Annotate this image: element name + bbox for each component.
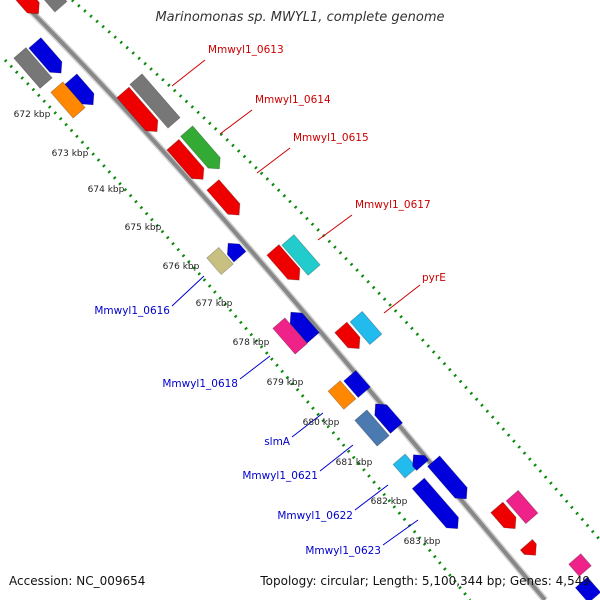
gene-label-forward: pyrE bbox=[422, 272, 446, 284]
kbp-tick-label: 677 kbp bbox=[196, 299, 233, 309]
leader-line bbox=[219, 109, 253, 135]
gene-block bbox=[272, 317, 308, 355]
gene-block bbox=[289, 311, 320, 344]
gene-block bbox=[343, 369, 371, 399]
kbp-tick-label: 676 kbp bbox=[163, 262, 200, 272]
gene-label-forward: Mmwyl1_0614 bbox=[255, 94, 331, 106]
leader-line bbox=[354, 484, 389, 511]
gene-block bbox=[334, 321, 361, 349]
gene-block bbox=[129, 73, 181, 129]
gene-block bbox=[574, 576, 600, 600]
kbp-tick-label: 673 kbp bbox=[52, 149, 89, 159]
leader-line bbox=[239, 355, 271, 380]
gene-label-forward: Mmwyl1_0615 bbox=[293, 132, 369, 144]
gene-block bbox=[281, 234, 321, 276]
kbp-tick-label: 679 kbp bbox=[267, 378, 304, 388]
gene-block bbox=[166, 138, 205, 180]
leader-line bbox=[317, 214, 353, 241]
gene-block bbox=[411, 477, 459, 530]
label-leaders bbox=[171, 59, 421, 546]
gene-block bbox=[179, 125, 221, 170]
gene-label-reverse: Mmwyl1_0616 bbox=[94, 305, 170, 317]
kbp-tick-label: 680 kbp bbox=[303, 418, 340, 428]
leader-line bbox=[319, 444, 354, 472]
kbp-tick-label: 672 kbp bbox=[14, 110, 51, 120]
gene-label-reverse: slmA bbox=[264, 436, 291, 448]
gene-label-reverse: Mmwyl1_0618 bbox=[162, 378, 238, 390]
gene-block bbox=[64, 73, 95, 106]
gene-block bbox=[412, 454, 430, 472]
gene-block bbox=[206, 246, 234, 276]
gene-block bbox=[266, 244, 301, 281]
leader-line bbox=[291, 412, 324, 438]
gene-label-reverse: Mmwyl1_0621 bbox=[242, 470, 318, 482]
gene-block bbox=[206, 179, 241, 216]
leader-line bbox=[382, 519, 419, 546]
gene-block bbox=[42, 0, 68, 13]
leader-line bbox=[171, 275, 205, 307]
kbp-tick-label: 675 kbp bbox=[125, 223, 162, 233]
outer-tick-guide bbox=[71, 0, 600, 541]
gene-block bbox=[426, 455, 468, 500]
leader-line bbox=[383, 284, 421, 314]
gene-features bbox=[13, 0, 600, 600]
gene-block bbox=[28, 37, 63, 74]
leader-line bbox=[256, 147, 291, 174]
gene-label-reverse: Mmwyl1_0622 bbox=[277, 510, 353, 522]
gene-block bbox=[519, 538, 537, 556]
label-texts: 672 kbp 673 kbp 674 kbp 675 kbp 676 kbp 677 k… bbox=[14, 44, 446, 557]
gene-block bbox=[374, 403, 404, 434]
gene-block bbox=[50, 81, 86, 119]
page-title: Marinomonas sp. MWYL1, complete genome bbox=[155, 10, 445, 25]
kbp-tick-label: 674 kbp bbox=[88, 185, 125, 195]
kbp-tick-label: 678 kbp bbox=[233, 338, 270, 348]
gene-block bbox=[226, 242, 247, 263]
inner-tick-guide bbox=[3, 58, 472, 600]
gene-label-reverse: Mmwyl1_0623 bbox=[305, 545, 381, 557]
topology-text: Topology: circular; Length: 5,100,344 bp… bbox=[260, 574, 590, 588]
gene-label-forward: Mmwyl1_0617 bbox=[355, 199, 431, 211]
gene-block bbox=[505, 489, 539, 525]
genome-backbone bbox=[18, 0, 547, 600]
gene-block bbox=[568, 553, 592, 577]
gene-block bbox=[490, 501, 517, 529]
gene-block bbox=[349, 310, 383, 346]
kbp-tick-label: 681 kbp bbox=[336, 458, 373, 468]
accession-text: Accession: NC_009654 bbox=[9, 574, 146, 588]
gene-block bbox=[354, 409, 390, 447]
gene-label-forward: Mmwyl1_0613 bbox=[208, 44, 284, 56]
kbp-tick-label: 683 kbp bbox=[404, 537, 441, 547]
gene-block bbox=[13, 47, 53, 89]
gene-block bbox=[14, 0, 40, 15]
gene-block bbox=[116, 86, 159, 133]
leader-line bbox=[171, 59, 206, 87]
kbp-tick-label: 682 kbp bbox=[371, 497, 408, 507]
tick-guides bbox=[3, 0, 600, 600]
gene-block bbox=[327, 380, 357, 410]
